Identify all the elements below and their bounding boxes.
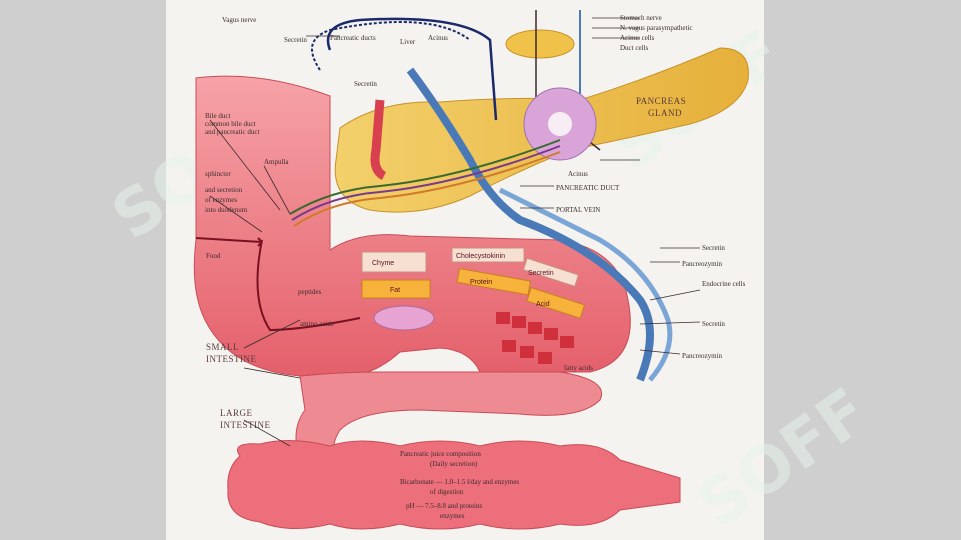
portal-vein	[406, 67, 654, 382]
left-small-3: into duodenum	[205, 206, 248, 214]
leader-lines	[209, 17, 701, 447]
label-stomach-nerve: Stomach nerve	[620, 14, 662, 22]
chyme-path	[256, 239, 361, 332]
box-chyme	[361, 251, 427, 273]
vein-right	[498, 187, 673, 382]
label-large-intestine: LARGE	[220, 408, 253, 418]
duct-line-3	[293, 151, 561, 227]
label-endocrine-right: Endocrine cells	[702, 280, 746, 288]
box-chyme-label: Chyme	[372, 260, 394, 267]
label-secretin-right: Secretin	[702, 244, 725, 252]
duct-lines	[289, 139, 561, 215]
gallbladder	[505, 29, 575, 59]
box-protein	[456, 267, 532, 296]
food-arrow	[195, 237, 263, 243]
endocrine-cells	[496, 312, 574, 364]
nerve-loop	[326, 17, 498, 121]
label-liver: Liver	[400, 38, 416, 46]
label-acinus-top: Acinus	[428, 34, 448, 42]
label-pancreozymin-right: Pancreozymin	[682, 260, 723, 268]
label-acinus-mid: Acinus	[568, 170, 588, 178]
label-pancreas: PANCREAS	[636, 96, 686, 106]
artery	[370, 99, 387, 181]
box-secretin-r	[522, 257, 580, 287]
left-text-2: common bile duct	[205, 120, 256, 128]
label-pancreatic-ducts: Pancreatic ducts	[330, 34, 376, 42]
label-peptides: peptides	[298, 288, 322, 296]
left-text-1: Bile duct	[205, 112, 231, 120]
left-ampulla: Ampulla	[264, 158, 289, 166]
left-small-2: of enzymes	[205, 196, 237, 204]
label-small-intestine: SMALL	[206, 342, 239, 352]
label-pancreozymin-right-2: Pancreozymin	[682, 352, 723, 360]
box-acid	[526, 287, 586, 319]
label-fatty: fatty acids	[564, 364, 593, 372]
label-large-intestine-2: INTESTINE	[220, 420, 271, 430]
label-pancreatic-duct: PANCREATIC DUCT	[556, 184, 620, 192]
label-vagus-para: N. vagus parasympathetic	[620, 24, 693, 32]
label-amino: amino acids	[300, 320, 334, 328]
islet-center	[548, 112, 572, 136]
left-text-3: and pancreatic duct	[205, 128, 259, 136]
box-cholecystokinin	[451, 247, 525, 263]
bottom-title: Pancreatic juice composition	[400, 450, 481, 458]
left-sub: sphincter	[205, 170, 231, 178]
label-secretin-top: Secretin	[284, 36, 307, 44]
label-secretin-right-2: Secretin	[702, 320, 725, 328]
left-small: and secretion	[205, 186, 243, 194]
left-food: Food	[206, 252, 221, 260]
box-fat	[361, 279, 431, 299]
duct-line-2	[291, 145, 561, 221]
box-secretin-r-label: Secretin	[528, 270, 554, 277]
label-gland: GLAND	[648, 108, 682, 118]
box-protein-label: Protein	[470, 279, 492, 286]
label-duct-cells: Duct cells	[620, 44, 648, 52]
box-cholecystokinin-label: Cholecystokinin	[456, 253, 505, 260]
box-acid-label: Acid	[536, 301, 550, 308]
bottom-line-4: enzymes	[440, 512, 465, 520]
nerve-loop-2	[311, 21, 471, 71]
label-secretin-mid: Secretin	[354, 80, 377, 88]
label-acinus-cells: Acinus cells	[620, 34, 655, 42]
bottom-line-1: Bicarbonate — 1.0–1.5 l/day and enzymes	[400, 478, 519, 486]
bottom-line-3: pH — 7.5–8.8 and proteins	[406, 502, 482, 510]
stomach-duodenum	[193, 75, 631, 377]
bottom-line-2: of digestion	[430, 488, 464, 496]
box-fat-label: Fat	[390, 287, 400, 294]
watermark-text-2: SOFF	[685, 375, 881, 540]
label-small-intestine-2: INTESTINE	[206, 354, 257, 364]
label-vagus: Vagus nerve	[222, 16, 256, 24]
label-portal-vein: PORTAL VEIN	[556, 206, 600, 214]
villus-cell	[373, 305, 435, 331]
large-intestine	[227, 439, 681, 530]
bottom-sub: (Daily secretion)	[430, 460, 478, 468]
